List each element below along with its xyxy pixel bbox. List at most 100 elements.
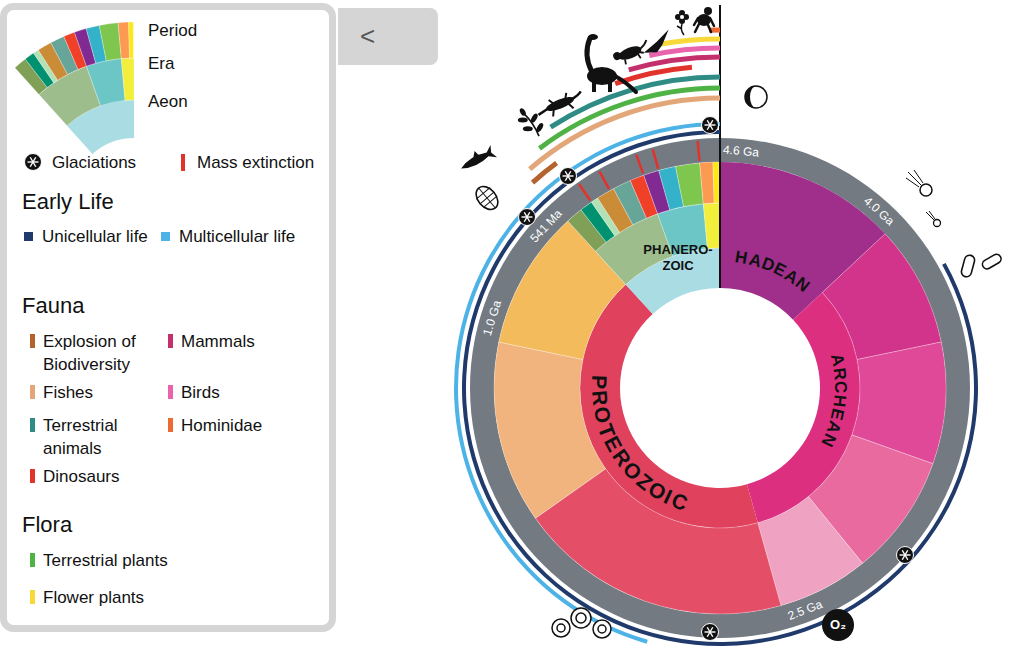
glaciation-icon bbox=[565, 171, 571, 181]
legend-item: Birds bbox=[168, 381, 220, 404]
trilobite-icon bbox=[472, 182, 503, 213]
legend-text: Era bbox=[148, 52, 174, 75]
legend-text: Unicellular life bbox=[42, 225, 148, 248]
legend-fan-period bbox=[99, 23, 121, 61]
mass-extinction-sample bbox=[181, 154, 185, 171]
legend-text: Mammals bbox=[181, 330, 255, 353]
legend-swatch bbox=[30, 334, 35, 348]
legend-text: Flower plants bbox=[43, 586, 144, 609]
legend-item: Hominidae bbox=[168, 414, 262, 437]
legend-heading: Fauna bbox=[22, 293, 84, 319]
glaciation-icon bbox=[707, 120, 713, 130]
legend-text: Hominidae bbox=[181, 414, 262, 437]
bird-icon bbox=[635, 29, 674, 56]
phanerozoic-era bbox=[703, 203, 720, 249]
glaciation-icon bbox=[702, 624, 719, 641]
stromatolite-icon bbox=[576, 613, 586, 623]
collapse-tab: < bbox=[338, 8, 438, 65]
glaciation-icon bbox=[702, 117, 719, 134]
mammal-icon bbox=[612, 51, 622, 61]
flower-icon bbox=[677, 24, 684, 35]
aeon-letter: R bbox=[828, 366, 849, 381]
glaciation-icon bbox=[30, 157, 36, 167]
legend-item: Aeon bbox=[148, 90, 188, 113]
legend-item: Terrestrial animals bbox=[30, 414, 155, 460]
glaciation-icon bbox=[702, 624, 719, 641]
legend-fan bbox=[15, 22, 134, 154]
legend-text: Birds bbox=[181, 381, 220, 404]
legend-swatch bbox=[30, 590, 35, 604]
tab-label: < bbox=[338, 8, 438, 65]
life-range-arc bbox=[462, 130, 978, 646]
geologic-period bbox=[700, 162, 715, 204]
legend-fan-era bbox=[121, 58, 134, 100]
stromatolite-icon bbox=[557, 624, 565, 632]
glaciation-icon bbox=[702, 117, 719, 134]
archean-era bbox=[822, 234, 941, 360]
mammal-icon bbox=[617, 43, 643, 62]
glaciation-icon bbox=[519, 209, 536, 226]
legend-fan-period bbox=[128, 22, 133, 58]
amphibian-icon bbox=[536, 91, 583, 115]
bird-icon bbox=[638, 51, 643, 54]
dinosaur-icon bbox=[587, 38, 592, 72]
aeon-letter: P bbox=[587, 375, 612, 390]
stromatolite-icon bbox=[552, 608, 611, 638]
glaciation-icon bbox=[707, 120, 713, 130]
legend-item: Explosion of Biodiversity bbox=[30, 330, 155, 376]
oxygen-label: O₂ bbox=[830, 617, 846, 633]
legend-item: Unicellular life bbox=[24, 225, 148, 248]
ape-icon bbox=[704, 7, 712, 15]
bacteria-icon bbox=[981, 253, 1003, 271]
trilobite-icon bbox=[472, 182, 503, 213]
stromatolite-icon bbox=[571, 608, 591, 628]
aeon-name: HADEAN bbox=[729, 246, 814, 297]
mammal-icon bbox=[612, 40, 652, 68]
dinosaur-icon bbox=[615, 76, 636, 92]
oxygen-icon bbox=[822, 609, 854, 641]
legend-panel bbox=[4, 7, 333, 629]
legend-text: Terrestrial animals bbox=[43, 414, 155, 460]
glaciation-icon bbox=[902, 550, 908, 560]
aeon-segment: PROTEROZOIC bbox=[585, 368, 693, 516]
legend-text: Aeon bbox=[148, 90, 188, 113]
dinosaur-icon bbox=[608, 80, 612, 92]
aeon-letter: H bbox=[829, 394, 850, 408]
dinosaur-icon bbox=[592, 80, 596, 92]
legend-text: Multicellular life bbox=[179, 225, 295, 248]
legend-swatch bbox=[168, 418, 173, 432]
legend-heading: Flora bbox=[22, 512, 72, 538]
bacteria-icon bbox=[960, 254, 975, 278]
amphibian-icon bbox=[535, 88, 586, 122]
glaciation-icon bbox=[897, 547, 914, 564]
legend-item: Dinosaurs bbox=[30, 465, 120, 488]
legend-item: Era bbox=[148, 52, 174, 75]
aeon-segment: ARCHEAN bbox=[816, 348, 852, 452]
legend-item: Multicellular life bbox=[161, 225, 295, 248]
glaciation-icon bbox=[25, 154, 42, 171]
legend-swatch bbox=[30, 469, 35, 483]
moon-icon bbox=[745, 86, 767, 108]
mass-extinction-mark bbox=[599, 171, 609, 188]
life-range-arc bbox=[454, 122, 720, 644]
glaciation-icon bbox=[524, 212, 530, 222]
plant-icon bbox=[523, 112, 539, 138]
legend-swatch bbox=[30, 553, 35, 567]
meteor-icon bbox=[906, 170, 923, 187]
glaciation-icon bbox=[560, 168, 577, 185]
plant-icon bbox=[535, 122, 544, 133]
legend-fan-era bbox=[86, 59, 125, 106]
legend-item: Fishes bbox=[30, 381, 93, 404]
amphibian-icon bbox=[544, 94, 575, 114]
trilobite-icon bbox=[472, 182, 503, 213]
glaciation-icon bbox=[565, 171, 571, 181]
legend-heading: Early Life bbox=[22, 189, 114, 215]
legend-item: Flower plants bbox=[30, 586, 144, 609]
bird-icon bbox=[640, 29, 674, 55]
plant-icon bbox=[530, 112, 539, 123]
aeon-segment: HADEAN bbox=[729, 246, 814, 297]
aeon-name: ARCHEAN bbox=[816, 348, 852, 452]
legend-swatch bbox=[30, 418, 35, 432]
legend-item: Glaciations bbox=[52, 151, 136, 174]
